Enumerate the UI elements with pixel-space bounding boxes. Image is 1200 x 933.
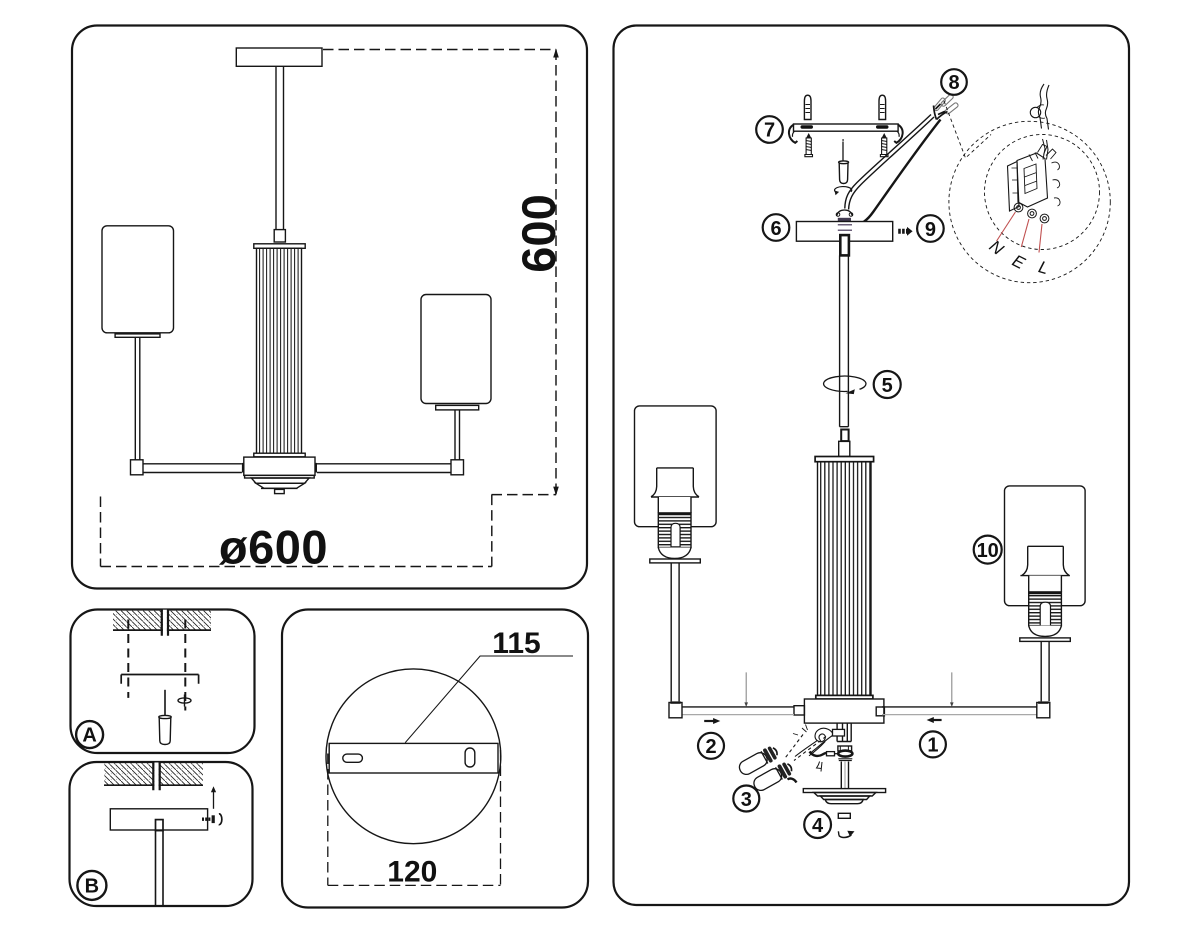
svg-text:120: 120 <box>387 856 437 889</box>
svg-text:9: 9 <box>925 219 936 241</box>
svg-text:6: 6 <box>770 218 781 240</box>
svg-text:10: 10 <box>977 540 999 562</box>
svg-text:N: N <box>986 236 1008 259</box>
svg-text:2: 2 <box>705 736 716 758</box>
svg-text:B: B <box>85 876 99 898</box>
svg-text:8: 8 <box>948 72 959 94</box>
svg-text:4: 4 <box>812 815 824 837</box>
svg-text:7: 7 <box>764 120 775 142</box>
svg-text:1: 1 <box>927 735 938 757</box>
svg-text:L: L <box>1036 257 1050 278</box>
svg-text:ø600: ø600 <box>219 521 328 574</box>
svg-text:E: E <box>1009 251 1028 273</box>
svg-text:A: A <box>82 725 96 747</box>
svg-text:5: 5 <box>882 375 893 397</box>
svg-text:600: 600 <box>512 194 565 272</box>
svg-text:3: 3 <box>741 789 752 811</box>
svg-text:115: 115 <box>492 627 540 660</box>
